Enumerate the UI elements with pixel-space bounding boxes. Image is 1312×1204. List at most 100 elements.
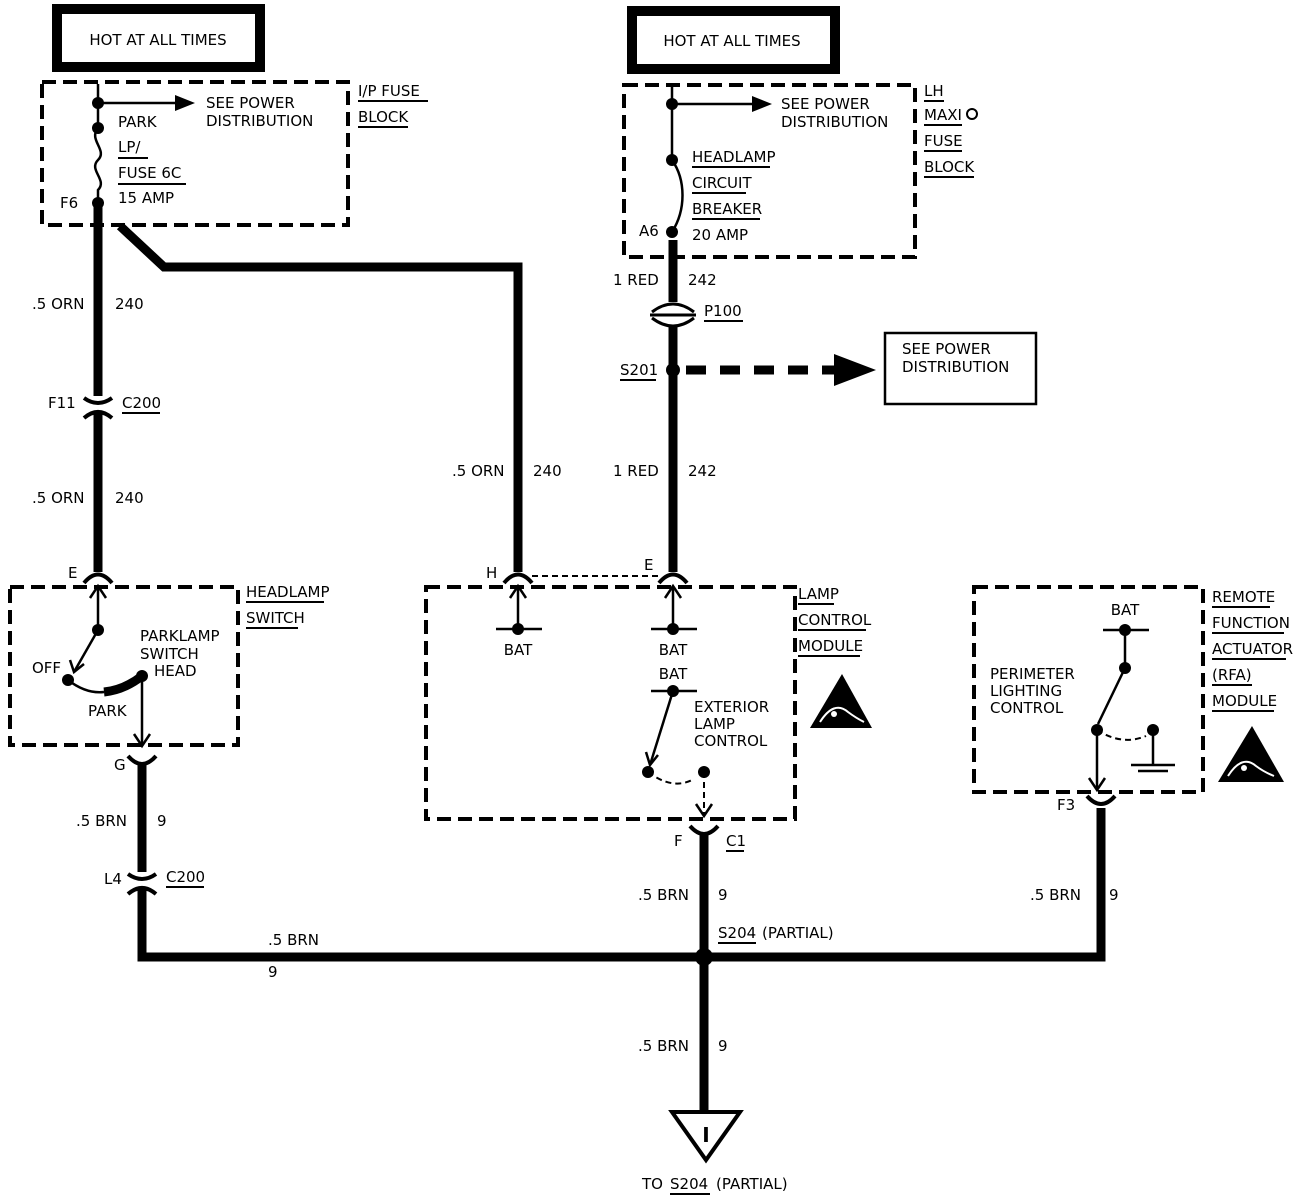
wire-circuit-242-2: 242 <box>688 462 717 480</box>
wire-label-orn-3: .5 ORN <box>452 462 505 480</box>
power-distribution-line-1: SEE POWER <box>902 340 991 358</box>
ground-reference: I <box>668 1110 744 1164</box>
wire-circuit-9-rfa: 9 <box>1109 886 1119 904</box>
arrow-right-icon <box>752 96 772 112</box>
connector-c200-label: C200 <box>122 394 161 412</box>
arrow-right-icon <box>834 354 876 386</box>
switch-pos-head: HEAD <box>154 662 197 680</box>
connector-c1 <box>688 824 720 836</box>
parklamp-switch-1: PARKLAMP <box>140 627 220 645</box>
rfa-name-2: FUNCTION <box>1212 614 1290 632</box>
terminal-l4: L4 <box>104 870 122 888</box>
maxi-name-4: BLOCK <box>924 158 975 176</box>
wire-label-brn-rfa: .5 BRN <box>1030 886 1081 904</box>
lcm-bat-1: BAT <box>504 641 533 659</box>
wire-circuit-240-2: 240 <box>115 489 144 507</box>
headlamp-switch-name-2: SWITCH <box>246 609 305 627</box>
wire-label-orn-1: .5 ORN <box>32 295 85 313</box>
wire-label-red-2: 1 RED <box>613 462 659 480</box>
ground-ref-to: TO <box>641 1175 663 1193</box>
ip-terminal-f6: F6 <box>60 194 78 212</box>
maxi-see-power-1: SEE POWER <box>781 95 870 113</box>
ip-fuse-rating: 15 AMP <box>118 189 174 207</box>
breaker-name-3: BREAKER <box>692 200 762 218</box>
arrow-right-icon <box>175 95 195 111</box>
wire-circuit-240-1: 240 <box>115 295 144 313</box>
terminal-f: F <box>674 832 683 850</box>
wire-circuit-9-1: 9 <box>157 812 167 830</box>
maxi-name-2: MAXI <box>924 106 962 124</box>
registered-icon <box>966 108 978 120</box>
wire-label-orn-2: .5 ORN <box>32 489 85 507</box>
connector-c1-label: C1 <box>726 832 746 850</box>
ip-see-power-2: DISTRIBUTION <box>206 112 313 130</box>
lcm-control-2: LAMP <box>694 715 735 733</box>
power-distribution-box: SEE POWER DISTRIBUTION <box>883 331 1038 406</box>
rfa-control-2: LIGHTING <box>990 682 1062 700</box>
rfa-control-3: CONTROL <box>990 699 1064 717</box>
switch-pos-park: PARK <box>88 702 128 720</box>
terminal-f3: F3 <box>1057 796 1075 814</box>
wire-label-brn-2: .5 BRN <box>638 886 689 904</box>
ip-fuse-block: I/P FUSE BLOCK SEE POWER DISTRIBUTION PA… <box>40 80 428 227</box>
ground-ref-suffix: (PARTIAL) <box>716 1175 788 1193</box>
ip-fuse-name-2: LP/ <box>118 138 141 156</box>
lcm-name-3: MODULE <box>798 637 863 655</box>
wire-circuit-242-1: 242 <box>688 271 717 289</box>
headlamp-switch: HEADLAMP SWITCH E PARKLAMP SWITCH OFF PA… <box>8 564 330 774</box>
rfa-module: REMOTE FUNCTION ACTUATOR (RFA) MODULE BA… <box>972 585 1293 794</box>
lcm-name-1: LAMP <box>798 585 839 603</box>
switch-pos-off: OFF <box>32 659 61 677</box>
esd-warning-icon <box>810 674 872 728</box>
breaker-name-2: CIRCUIT <box>692 174 752 192</box>
lcm-name-2: CONTROL <box>798 611 872 629</box>
parklamp-switch-2: SWITCH <box>140 645 199 663</box>
fuse-icon <box>93 127 103 203</box>
breaker-rating: 20 AMP <box>692 226 748 244</box>
breaker-name-1: HEADLAMP <box>692 148 776 166</box>
wire-label-brn-1: .5 BRN <box>76 812 127 830</box>
connector-f3 <box>1085 794 1117 806</box>
lcm-terminal-h: H <box>486 564 497 582</box>
wire-circuit-9-2: 9 <box>718 886 728 904</box>
rfa-name-4: (RFA) <box>1212 666 1252 684</box>
rfa-bat: BAT <box>1111 601 1140 619</box>
rfa-name-1: REMOTE <box>1212 588 1275 606</box>
ip-see-power-1: SEE POWER <box>206 94 295 112</box>
lcm-terminal-e: E <box>644 556 653 574</box>
splice-s201 <box>666 363 680 377</box>
wire-label-red-1: 1 RED <box>613 271 659 289</box>
circuit-breaker-icon <box>670 159 684 233</box>
maxi-see-power-2: DISTRIBUTION <box>781 113 888 131</box>
ground-ref-symbol-label: I <box>702 1123 709 1147</box>
maxi-name-1: LH <box>924 82 944 100</box>
rfa-name-3: ACTUATOR <box>1212 640 1293 658</box>
rfa-name-5: MODULE <box>1212 692 1277 710</box>
wire-circuit-240-3: 240 <box>533 462 562 480</box>
lcm-bat-3: BAT <box>659 665 688 683</box>
hot-box-right: HOT AT ALL TIMES <box>627 6 840 74</box>
wire-circuit-9-3: 9 <box>718 1037 728 1055</box>
connector-c200-l4 <box>126 872 158 896</box>
headlamp-terminal-e: E <box>68 564 77 582</box>
hot-box-left-label: HOT AT ALL TIMES <box>89 31 226 49</box>
connector-p100 <box>650 302 696 328</box>
splice-s204-suffix: (PARTIAL) <box>762 924 834 942</box>
wire-circuit-9-bus: 9 <box>268 963 278 981</box>
ip-fuse-name-3: FUSE 6C <box>118 164 181 182</box>
splice-s204-label: S204 <box>718 924 756 942</box>
lcm-control-1: EXTERIOR <box>694 698 769 716</box>
connector-c200-f11 <box>82 396 114 420</box>
ip-fuse-block-name-1: I/P FUSE <box>358 82 420 100</box>
esd-warning-icon <box>1218 726 1284 782</box>
terminal-f11: F11 <box>48 394 76 412</box>
lcm-control-3: CONTROL <box>694 732 768 750</box>
ip-fuse-name-1: PARK <box>118 113 158 131</box>
maxi-name-3: FUSE <box>924 132 963 150</box>
wire-label-brn-bus: .5 BRN <box>268 931 319 949</box>
hot-box-left: HOT AT ALL TIMES <box>52 4 265 72</box>
maxi-terminal-a6: A6 <box>639 222 659 240</box>
lamp-control-module: LAMP CONTROL MODULE H E BAT BAT BAT EX <box>424 556 872 821</box>
rfa-control-1: PERIMETER <box>990 665 1075 683</box>
